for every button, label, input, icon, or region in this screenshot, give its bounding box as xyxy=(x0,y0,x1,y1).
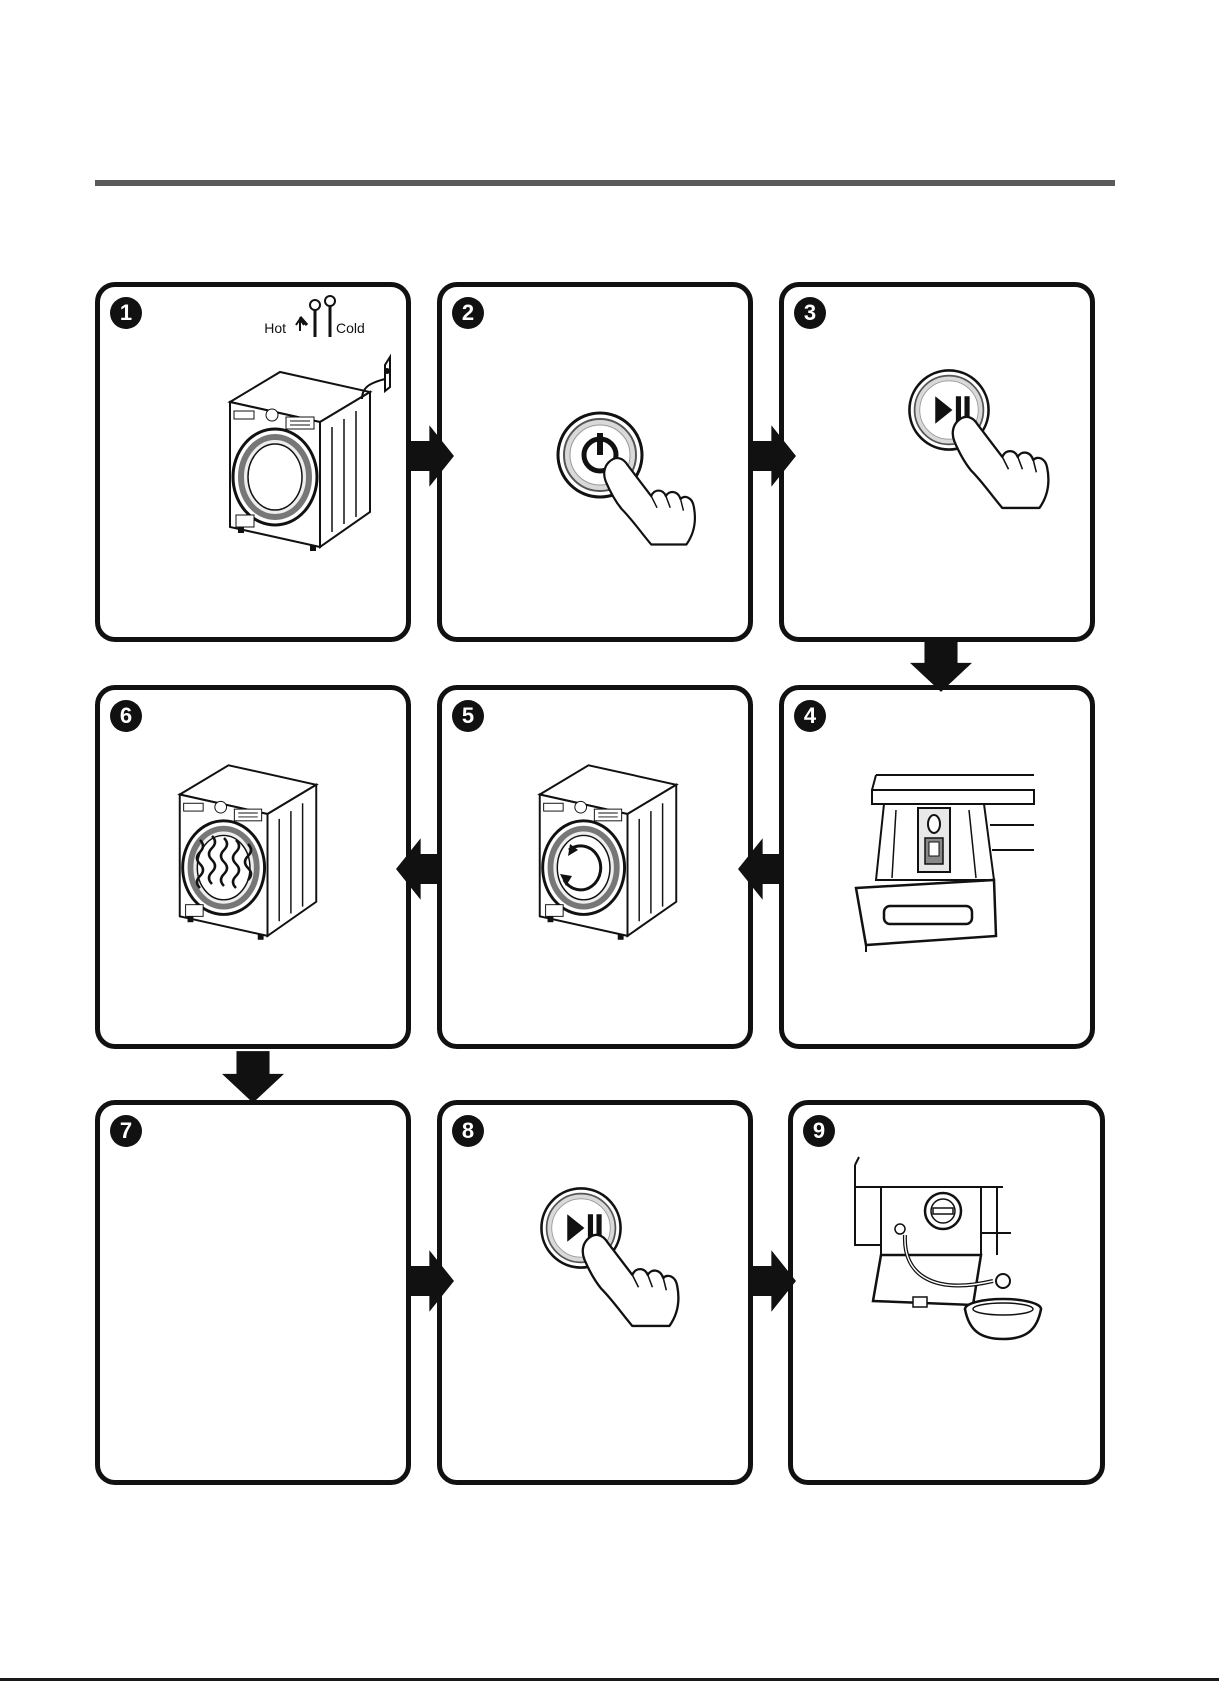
arrow-right-7-to-8 xyxy=(410,1250,454,1312)
washer-connection-illustration: Hot Cold xyxy=(100,287,406,637)
step-7-box: 7 xyxy=(95,1100,411,1485)
step-7-number: 7 xyxy=(110,1115,142,1147)
arrow-down-6-to-7 xyxy=(222,1047,284,1107)
hot-label: Hot xyxy=(264,320,286,336)
step-6-box: 6 xyxy=(95,685,411,1049)
arrow-right-8-to-9 xyxy=(752,1250,796,1312)
step-4-box: 4 xyxy=(779,685,1095,1049)
arrow-down-3-to-4 xyxy=(910,640,972,692)
arrow-left-4-to-5 xyxy=(738,838,782,900)
top-divider-rule xyxy=(95,180,1115,186)
step-5-box: 5 xyxy=(437,685,753,1049)
step-3-box: 3 xyxy=(779,282,1095,642)
arrow-left-5-to-6 xyxy=(396,838,440,900)
washer-heating-icon xyxy=(100,690,406,1044)
step-9-box: 9 xyxy=(788,1100,1105,1485)
start-pause-button-press-icon xyxy=(442,1105,748,1480)
washer-drum-rotating-icon xyxy=(442,690,748,1044)
drain-filter-bowl-icon xyxy=(793,1105,1100,1480)
step-2-box: 2 xyxy=(437,282,753,642)
step-1-box: 1 Hot Cold xyxy=(95,282,411,642)
bottom-edge-rule xyxy=(0,1678,1219,1681)
start-pause-button-press-icon xyxy=(784,287,1090,637)
step-8-box: 8 xyxy=(437,1100,753,1485)
power-button-press-icon xyxy=(442,287,748,637)
cold-label: Cold xyxy=(336,320,365,336)
detergent-drawer-icon xyxy=(784,690,1090,1044)
arrow-right-2-to-3 xyxy=(752,425,796,487)
arrow-right-1-to-2 xyxy=(410,425,454,487)
